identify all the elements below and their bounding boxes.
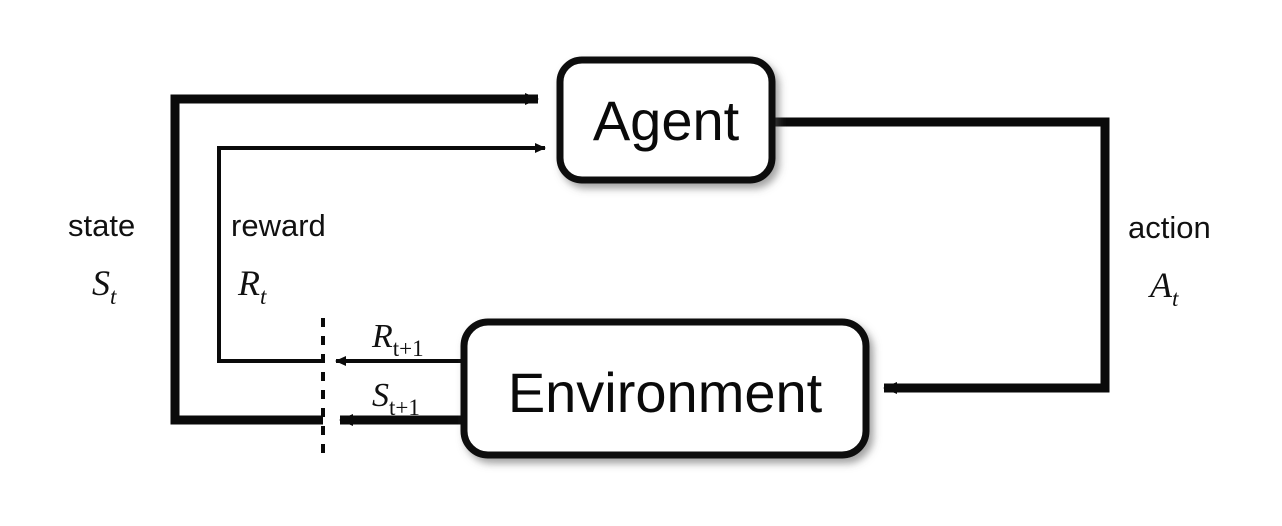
edge-state-to-agent <box>170 93 539 425</box>
label-state: state St <box>68 208 135 309</box>
label-action-symbol-subscript: t <box>1172 286 1179 311</box>
label-state-symbol-subscript: t <box>110 284 117 309</box>
node-agent-label: Agent <box>593 89 740 152</box>
label-state-next: St+1 <box>372 377 420 420</box>
label-state-next-base: S <box>372 377 389 414</box>
label-action: action At <box>1128 210 1211 311</box>
edge-action-to-environment <box>772 117 1110 394</box>
label-reward-symbol: Rt <box>237 263 267 309</box>
label-state-symbol: St <box>92 263 117 309</box>
node-environment[interactable]: Environment <box>460 318 870 459</box>
label-reward: reward Rt <box>231 208 326 309</box>
node-environment-label: Environment <box>508 361 823 424</box>
label-reward-next: Rt+1 <box>371 318 424 361</box>
label-reward-next-subscript: t+1 <box>393 336 424 361</box>
edge-reward-to-agent <box>217 143 546 363</box>
label-reward-symbol-base: R <box>237 263 260 303</box>
label-action-symbol-base: A <box>1148 265 1173 305</box>
label-reward-next-base: R <box>371 318 393 355</box>
label-reward-word: reward <box>231 208 326 243</box>
label-action-symbol: At <box>1148 265 1179 311</box>
label-state-next-subscript: t+1 <box>389 395 420 420</box>
label-state-word: state <box>68 208 135 243</box>
label-reward-next-symbol: Rt+1 <box>371 318 424 361</box>
label-state-next-symbol: St+1 <box>372 377 420 420</box>
label-reward-symbol-subscript: t <box>260 284 267 309</box>
node-agent[interactable]: Agent <box>556 56 776 184</box>
label-state-symbol-base: S <box>92 263 110 303</box>
label-action-word: action <box>1128 210 1211 245</box>
